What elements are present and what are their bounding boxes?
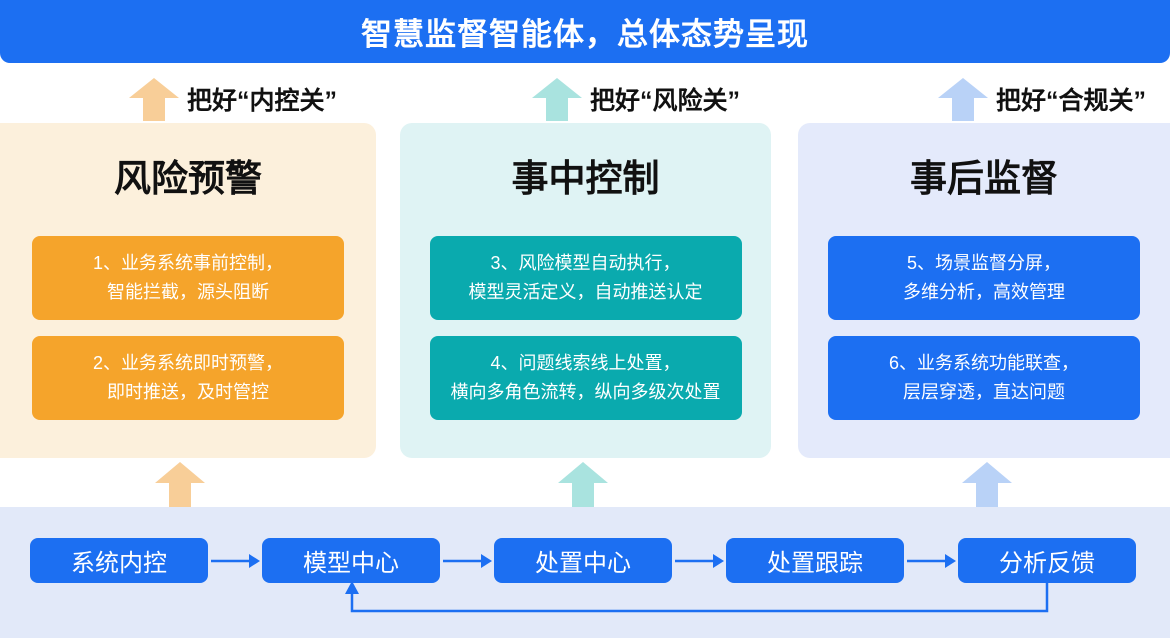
gate-compliance: 把好“合规关” bbox=[938, 76, 1146, 122]
up-arrow-icon bbox=[532, 77, 582, 121]
feature-line: 横向多角色流转，纵向多级次处置 bbox=[450, 382, 721, 402]
gate-label: 把好“风险关” bbox=[590, 87, 741, 115]
up-arrow-icon bbox=[155, 462, 205, 508]
flow-step-disposal-center[interactable]: 处置中心 bbox=[494, 538, 672, 583]
column-post-supervision: 事后监督 5、场景监督分屏， 多维分析，高效管理 6、业务系统功能联查， 层层穿… bbox=[798, 123, 1170, 458]
feature-line: 层层穿透，直达问题 bbox=[903, 382, 1065, 402]
feature-line: 模型灵活定义，自动推送认定 bbox=[468, 282, 703, 302]
up-arrow-icon bbox=[129, 77, 179, 121]
feature-line: 4、问题线索线上处置， bbox=[490, 353, 681, 374]
feature-line: 1、业务系统事前控制， bbox=[92, 253, 283, 274]
gate-risk: 把好“风险关” bbox=[532, 76, 740, 122]
column-title: 风险预警 bbox=[114, 158, 262, 199]
gate-label: 把好“合规关” bbox=[996, 87, 1147, 115]
column-title: 事中控制 bbox=[511, 158, 660, 199]
feature-line: 2、业务系统即时预警， bbox=[92, 353, 283, 374]
banner: 智慧监督智能体，总体态势呈现 bbox=[0, 0, 1170, 63]
feature-item: 1、业务系统事前控制， 智能拦截，源头阻断 bbox=[32, 236, 344, 320]
flow-step-analysis-feedback[interactable]: 分析反馈 bbox=[958, 538, 1136, 583]
gate-internal-control: 把好“内控关” bbox=[129, 76, 337, 122]
column-title: 事后监督 bbox=[910, 158, 1058, 199]
up-arrow-icon bbox=[962, 462, 1012, 508]
up-arrow-icon bbox=[938, 77, 988, 121]
feature-item: 3、风险模型自动执行， 模型灵活定义，自动推送认定 bbox=[429, 236, 742, 320]
up-arrow-icon bbox=[558, 462, 608, 508]
feature-item: 2、业务系统即时预警， 即时推送，及时管控 bbox=[32, 336, 344, 420]
flow-step-system-control[interactable]: 系统内控 bbox=[30, 538, 208, 583]
feature-line: 智能拦截，源头阻断 bbox=[107, 282, 269, 302]
feature-item: 6、业务系统功能联查， 层层穿透，直达问题 bbox=[828, 336, 1140, 420]
feature-line: 即时推送，及时管控 bbox=[107, 382, 269, 402]
feature-line: 3、风险模型自动执行， bbox=[490, 253, 681, 274]
feature-line: 5、场景监督分屏， bbox=[906, 253, 1061, 274]
flow-step-model-center[interactable]: 模型中心 bbox=[262, 538, 440, 583]
feature-line: 多维分析，高效管理 bbox=[903, 282, 1065, 302]
page-title: 智慧监督智能体，总体态势呈现 bbox=[361, 17, 809, 52]
flow-step-disposal-tracking[interactable]: 处置跟踪 bbox=[726, 538, 904, 583]
feature-item: 5、场景监督分屏， 多维分析，高效管理 bbox=[828, 236, 1140, 320]
flow-bar: 系统内控 模型中心 处置中心 处置跟踪 分析反馈 bbox=[0, 507, 1170, 638]
gate-label: 把好“内控关” bbox=[187, 87, 338, 115]
column-risk-warning: 风险预警 1、业务系统事前控制， 智能拦截，源头阻断 2、业务系统即时预警， 即… bbox=[0, 123, 376, 458]
feature-line: 6、业务系统功能联查， bbox=[888, 353, 1079, 374]
feature-item: 4、问题线索线上处置， 横向多角色流转，纵向多级次处置 bbox=[429, 336, 742, 420]
column-in-process-control: 事中控制 3、风险模型自动执行， 模型灵活定义，自动推送认定 4、问题线索线上处… bbox=[400, 123, 771, 458]
